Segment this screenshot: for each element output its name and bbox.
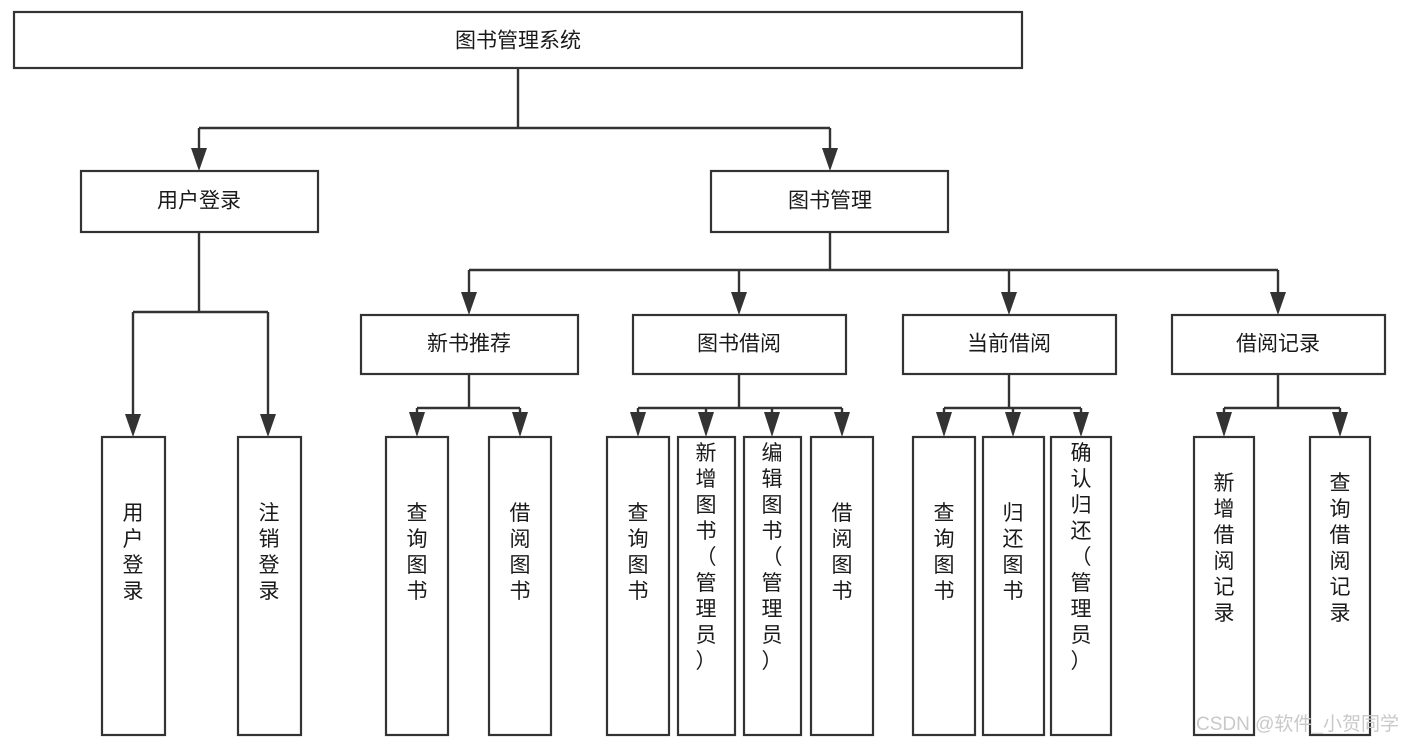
leaf-node-new-book-borrow[interactable]: 借阅图书 <box>487 435 553 737</box>
leaf-node-book-borrow-query[interactable]: 查询图书 <box>605 435 671 737</box>
connector-group-current-borrow <box>936 374 1089 437</box>
leaf-node-book-borrow-add-label: 新增图书（管理员） <box>696 442 717 673</box>
node-book-management[interactable]: 图书管理 <box>709 169 950 234</box>
leaf-node-book-borrow-add-box[interactable] <box>676 435 737 737</box>
leaf-node-user-login-login-label: 用户登录 <box>123 502 144 603</box>
node-book-management-box[interactable] <box>709 169 950 234</box>
leaf-node-borrow-record-query-label: 查询借阅记录 <box>1330 472 1351 625</box>
arrow-head-currentborrow-2 <box>1005 412 1021 437</box>
connector-group-borrow-record <box>1216 374 1348 437</box>
leaf-node-user-login-logout[interactable]: 注销登录 <box>236 435 303 737</box>
leaf-node-current-borrow-confirm-label: 确认归还（管理员） <box>1071 442 1092 673</box>
arrow-head-borrowrecord-1 <box>1216 412 1232 437</box>
leaf-node-current-borrow-query-label: 查询图书 <box>934 502 955 603</box>
leaf-node-current-borrow-confirm[interactable]: 确认归还（管理员） <box>1049 435 1113 737</box>
node-new-book-recommend-box[interactable] <box>359 313 580 376</box>
arrow-head-bookmgmt-2 <box>731 292 747 315</box>
connector-group-book-management <box>461 232 1286 315</box>
leaf-node-user-login-logout-label: 注销登录 <box>259 502 280 603</box>
leaf-node-new-book-query[interactable]: 查询图书 <box>384 435 450 737</box>
node-root-system[interactable]: 图书管理系统 <box>12 10 1024 70</box>
leaf-node-borrow-record-add-label: 新增借阅记录 <box>1214 472 1235 625</box>
leaf-node-borrow-record-add[interactable]: 新增借阅记录 <box>1192 435 1256 737</box>
arrow-head-newbook-2 <box>512 412 528 437</box>
arrow-head-userlogin-2 <box>260 414 276 437</box>
csdn-watermark: CSDN @软件_小贺同学 <box>1196 713 1399 735</box>
node-user-login-box[interactable] <box>79 169 320 234</box>
arrow-head-bookmgmt-3 <box>1001 292 1017 315</box>
leaf-node-user-login-logout-box[interactable] <box>236 435 303 737</box>
arrow-head-root-1 <box>191 148 207 171</box>
node-borrow-record-label: 借阅记录 <box>1236 333 1320 356</box>
leaf-node-book-borrow-borrow[interactable]: 借阅图书 <box>809 435 875 737</box>
leaf-node-book-borrow-query-box[interactable] <box>605 435 671 737</box>
leaf-node-book-borrow-edit-label: 编辑图书（管理员） <box>762 442 783 673</box>
arrow-head-borrowrecord-2 <box>1332 412 1348 437</box>
node-user-login[interactable]: 用户登录 <box>79 169 320 234</box>
leaf-node-new-book-query-box[interactable] <box>384 435 450 737</box>
node-borrow-record-box[interactable] <box>1170 313 1387 376</box>
leaf-node-book-borrow-add[interactable]: 新增图书（管理员） <box>676 435 737 737</box>
arrow-head-bookborrow-1 <box>630 412 646 437</box>
node-root-system-box[interactable] <box>12 10 1024 70</box>
arrow-head-userlogin-1 <box>125 414 141 437</box>
arrow-head-newbook-1 <box>409 412 425 437</box>
connector-group-root <box>191 68 838 171</box>
leaf-node-current-borrow-query-box[interactable] <box>911 435 977 737</box>
node-book-borrow[interactable]: 图书借阅 <box>631 313 848 376</box>
leaf-node-book-borrow-edit-box[interactable] <box>742 435 803 737</box>
leaf-node-book-borrow-borrow-box[interactable] <box>809 435 875 737</box>
arrow-head-currentborrow-1 <box>936 412 952 437</box>
leaf-node-borrow-record-query-box[interactable] <box>1308 435 1372 737</box>
node-new-book-recommend[interactable]: 新书推荐 <box>359 313 580 376</box>
leaf-node-current-borrow-return[interactable]: 归还图书 <box>981 435 1046 737</box>
node-root-system-label: 图书管理系统 <box>455 30 581 53</box>
node-current-borrow-label: 当前借阅 <box>967 333 1051 356</box>
leaf-node-book-borrow-borrow-label: 借阅图书 <box>832 502 853 603</box>
leaf-node-new-book-borrow-box[interactable] <box>487 435 553 737</box>
leaf-node-book-borrow-edit[interactable]: 编辑图书（管理员） <box>742 435 803 737</box>
node-user-login-label: 用户登录 <box>157 190 241 213</box>
connector-group-user-login <box>125 232 276 437</box>
node-borrow-record[interactable]: 借阅记录 <box>1170 313 1387 376</box>
leaf-node-book-borrow-query-label: 查询图书 <box>628 502 649 603</box>
leaf-node-new-book-query-label: 查询图书 <box>407 502 428 603</box>
connector-group-new-book <box>409 374 528 437</box>
leaf-node-current-borrow-return-label: 归还图书 <box>1003 502 1024 603</box>
connector-group-book-borrow <box>630 374 850 437</box>
node-new-book-recommend-label: 新书推荐 <box>427 333 511 356</box>
node-current-borrow-box[interactable] <box>901 313 1118 376</box>
node-book-borrow-box[interactable] <box>631 313 848 376</box>
node-current-borrow[interactable]: 当前借阅 <box>901 313 1118 376</box>
leaf-node-user-login-login[interactable]: 用户登录 <box>100 435 167 737</box>
node-book-borrow-label: 图书借阅 <box>697 333 781 356</box>
arrow-head-bookborrow-4 <box>834 412 850 437</box>
leaf-node-current-borrow-query[interactable]: 查询图书 <box>911 435 977 737</box>
arrow-head-bookmgmt-4 <box>1270 292 1286 315</box>
leaf-node-borrow-record-add-box[interactable] <box>1192 435 1256 737</box>
arrow-head-bookborrow-2 <box>698 412 714 437</box>
arrow-head-root-2 <box>822 148 838 171</box>
arrow-head-currentborrow-3 <box>1073 412 1089 437</box>
arrow-head-bookmgmt-1 <box>461 292 477 315</box>
leaf-node-borrow-record-query[interactable]: 查询借阅记录 <box>1308 435 1372 737</box>
arrow-head-bookborrow-3 <box>764 412 780 437</box>
leaf-node-new-book-borrow-label: 借阅图书 <box>510 502 531 603</box>
leaf-node-user-login-login-box[interactable] <box>100 435 167 737</box>
leaf-node-current-borrow-return-box[interactable] <box>981 435 1046 737</box>
leaf-node-current-borrow-confirm-box[interactable] <box>1049 435 1113 737</box>
node-book-management-label: 图书管理 <box>788 190 872 213</box>
